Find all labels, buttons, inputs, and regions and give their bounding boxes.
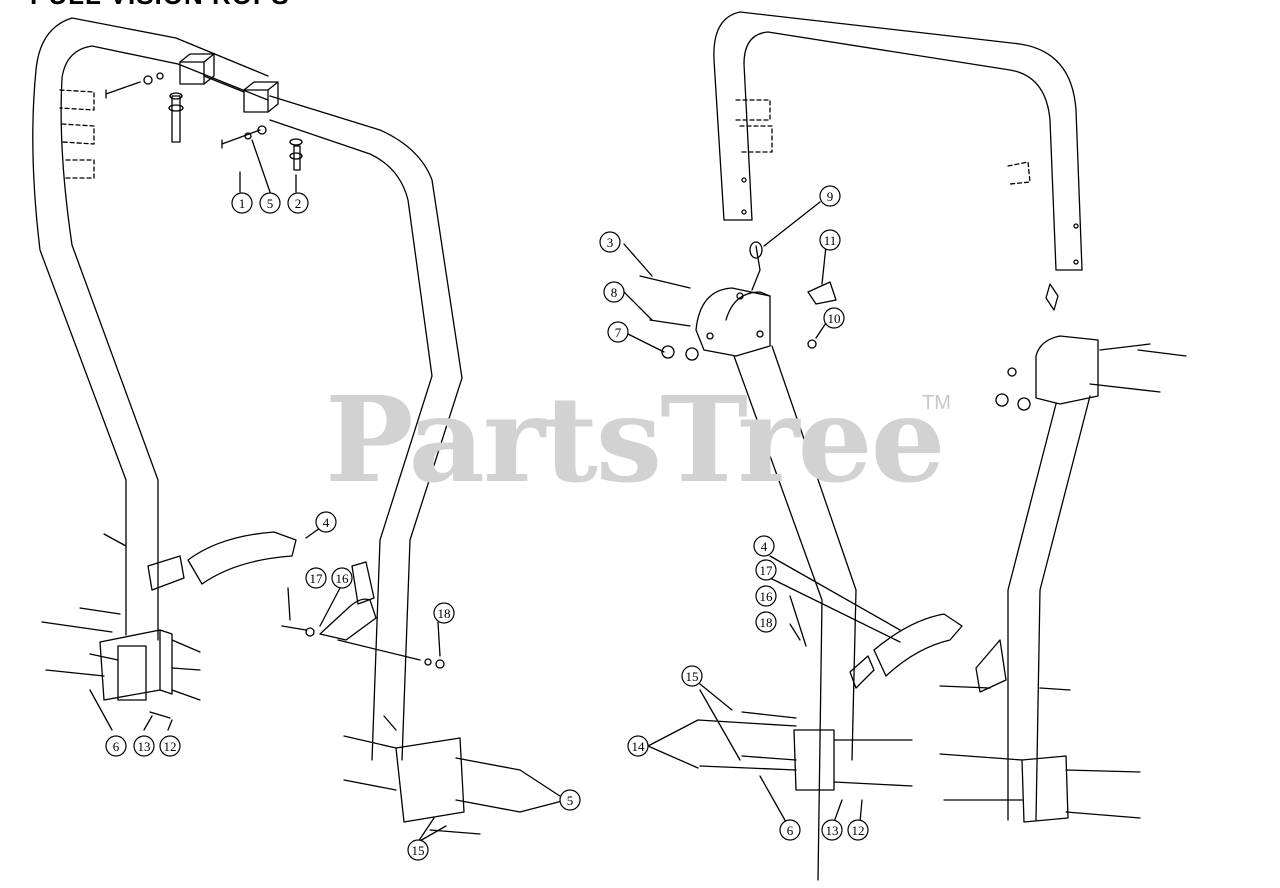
left-top-hardware xyxy=(105,72,303,193)
trademark-mark: TM xyxy=(922,392,951,414)
callout-label: 10 xyxy=(828,311,841,326)
left-rops-frame xyxy=(32,17,463,761)
callout-label: 18 xyxy=(438,606,451,621)
diagram-title: PULL VISION ROPS xyxy=(30,0,290,11)
left-foot-plate xyxy=(343,715,567,843)
left-callouts xyxy=(105,192,581,861)
callout-label: 17 xyxy=(760,563,774,578)
callout-label: 12 xyxy=(852,823,865,838)
callout-label: 4 xyxy=(323,515,330,530)
watermark-text: PartsTree xyxy=(325,370,946,509)
callout-label: 6 xyxy=(787,823,794,838)
callout-label: 13 xyxy=(826,823,839,838)
callout-label: 9 xyxy=(827,189,834,204)
callout-label: 15 xyxy=(412,843,425,858)
right-lower-parts xyxy=(647,555,1071,823)
callout-label: 5 xyxy=(567,793,574,808)
left-callout-labels: 1 5 2 4 17 16 18 6 13 12 5 15 xyxy=(113,196,574,858)
left-mid-parts xyxy=(281,561,445,669)
callout-label: 13 xyxy=(138,739,151,754)
callout-label: 2 xyxy=(295,196,302,211)
left-base-bracket xyxy=(41,527,321,731)
callout-label: 4 xyxy=(761,539,768,554)
callout-label: 6 xyxy=(113,739,120,754)
callout-label: 16 xyxy=(336,571,350,586)
right-callouts xyxy=(599,185,869,841)
callout-label: 7 xyxy=(615,325,622,340)
callout-label: 14 xyxy=(632,739,646,754)
callout-label: 12 xyxy=(164,739,177,754)
right-rops-upper xyxy=(713,11,1083,271)
callout-label: 17 xyxy=(310,571,324,586)
callout-label: 1 xyxy=(239,196,246,211)
callout-label: 3 xyxy=(607,235,614,250)
callout-label: 8 xyxy=(611,285,618,300)
right-pivot-bracket xyxy=(623,201,857,881)
callout-label: 16 xyxy=(760,589,774,604)
right-foot-plate xyxy=(939,753,1141,823)
callout-label: 18 xyxy=(760,615,773,630)
right-rear-frame xyxy=(995,283,1187,821)
callout-label: 5 xyxy=(267,196,274,211)
callout-label: 15 xyxy=(686,669,699,684)
callout-label: 11 xyxy=(824,233,837,248)
right-callout-labels: 9 3 11 8 10 7 4 17 16 18 15 14 6 13 12 xyxy=(607,189,865,838)
